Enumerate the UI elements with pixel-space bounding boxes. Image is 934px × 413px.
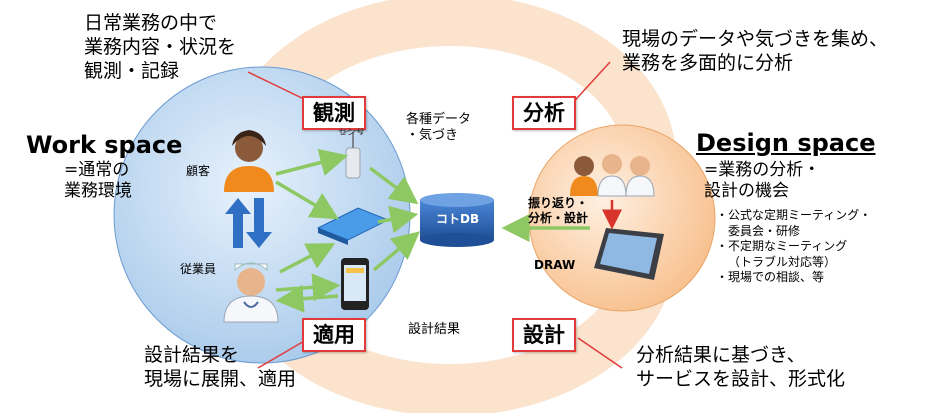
design-space-desc: =業務の分析・ 設計の機会	[704, 160, 820, 203]
draw-label: DRAW	[534, 258, 576, 272]
reflect-label-line-1: 振り返り・	[528, 196, 589, 210]
apply-callout-line-1: 設計結果を	[144, 344, 240, 366]
data-label: 各種データ ・気づき	[406, 112, 471, 145]
customer-label: 顧客	[186, 164, 211, 178]
tag-observe: 観測	[302, 96, 366, 130]
design-item-5: ・現場での相談、等	[716, 270, 825, 285]
tag-analyze: 分析	[512, 96, 576, 130]
design-space-items: ・公式な定期ミーティング・ 委員会・研修 ・不定期なミーティング （トラブル対応…	[716, 208, 871, 286]
design-space-title: Design space	[696, 129, 876, 157]
staff-label: 従業員	[180, 262, 217, 276]
analyze-callout-line-2: 業務を多面的に分析	[622, 51, 794, 74]
design-item-1: ・公式な定期ミーティング・	[716, 208, 872, 222]
customer-icon	[224, 130, 274, 192]
reflect-label-line-2: 分析・設計	[528, 211, 589, 225]
work-space-title: Work space	[26, 131, 183, 159]
design-item-3: ・不定期なミーティング	[716, 239, 848, 254]
design-space-desc-line-2: 設計の機会	[704, 181, 789, 202]
interaction-arrows-icon	[225, 198, 272, 248]
result-label: 設計結果	[408, 322, 461, 337]
reflect-label: 振り返り・ 分析・設計	[528, 196, 588, 226]
design-callout: 分析結果に基づき、 サービスを設計、形式化	[636, 344, 845, 392]
db-label: コトDB	[436, 212, 480, 226]
design-callout-line-1: 分析結果に基づき、	[636, 344, 806, 366]
data-label-line-2: ・気づき	[406, 128, 459, 144]
tablet-icon	[594, 228, 664, 280]
sensor-label: センサ	[338, 128, 366, 135]
design-item-2: 委員会・研修	[728, 223, 801, 238]
tag-design: 設計	[512, 318, 576, 352]
tag-apply: 適用	[302, 318, 366, 352]
data-flow-arrows	[275, 148, 590, 313]
apply-callout-line-2: 現場に展開、適用	[144, 367, 297, 390]
smartphone-icon	[341, 258, 369, 310]
apply-callout: 設計結果を 現場に展開、適用	[144, 344, 296, 392]
design-space-desc-line-1: =業務の分析・	[704, 160, 821, 180]
data-label-line-1: 各種データ	[406, 112, 472, 127]
work-space-desc-line-1: =通常の	[64, 160, 130, 180]
sensor-antenna-icon	[342, 129, 364, 179]
design-item-4: （トラブル対応等）	[728, 254, 837, 269]
work-space-desc-line-2: 業務環境	[64, 181, 132, 202]
analyze-callout-line-1: 現場のデータや気づきを集め、	[622, 28, 889, 50]
db-cylinder-icon	[420, 193, 494, 247]
observe-callout-line-3: 観測・記録	[84, 59, 180, 82]
staff-icon	[223, 262, 279, 323]
work-space-desc: =通常の 業務環境	[64, 160, 132, 203]
design-team-icon	[570, 154, 655, 197]
design-callout-line-2: サービスを設計、形式化	[636, 367, 846, 390]
observe-callout-line-1: 日常業務の中で	[84, 12, 218, 34]
observe-callout-line-2: 業務内容・状況を	[84, 35, 237, 58]
observe-callout: 日常業務の中で 業務内容・状況を 観測・記録	[84, 12, 236, 83]
analyze-callout: 現場のデータや気づきを集め、 業務を多面的に分析	[622, 28, 888, 76]
